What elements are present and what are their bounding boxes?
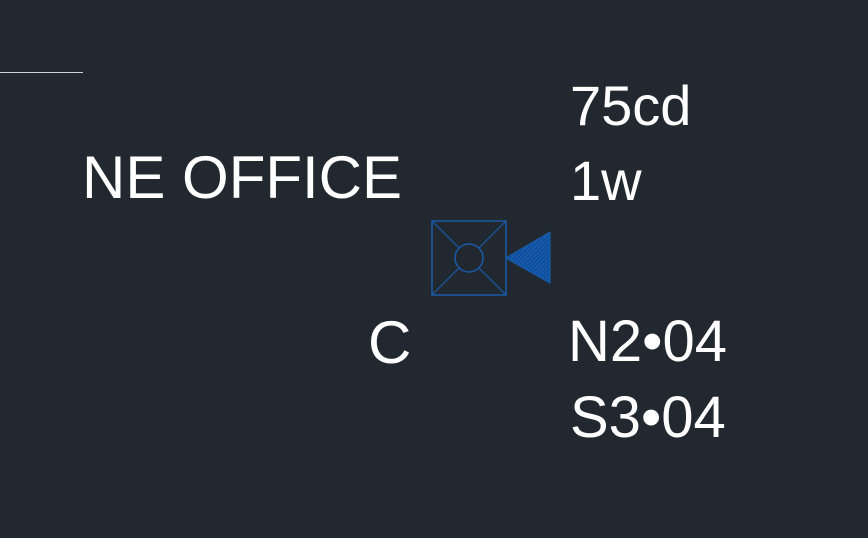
device-address-north: N2•04 xyxy=(568,309,727,374)
device-box xyxy=(431,220,507,296)
circuit-label: C xyxy=(368,309,412,376)
wall-line xyxy=(0,72,83,73)
direction-arrow-icon xyxy=(504,230,551,285)
candela-rating: 75cd xyxy=(570,74,692,137)
wattage-rating: 1w xyxy=(570,149,642,212)
strobe-device-icon xyxy=(431,220,551,296)
device-address-south: S3•04 xyxy=(570,385,726,450)
room-label: NE OFFICE xyxy=(82,144,403,211)
